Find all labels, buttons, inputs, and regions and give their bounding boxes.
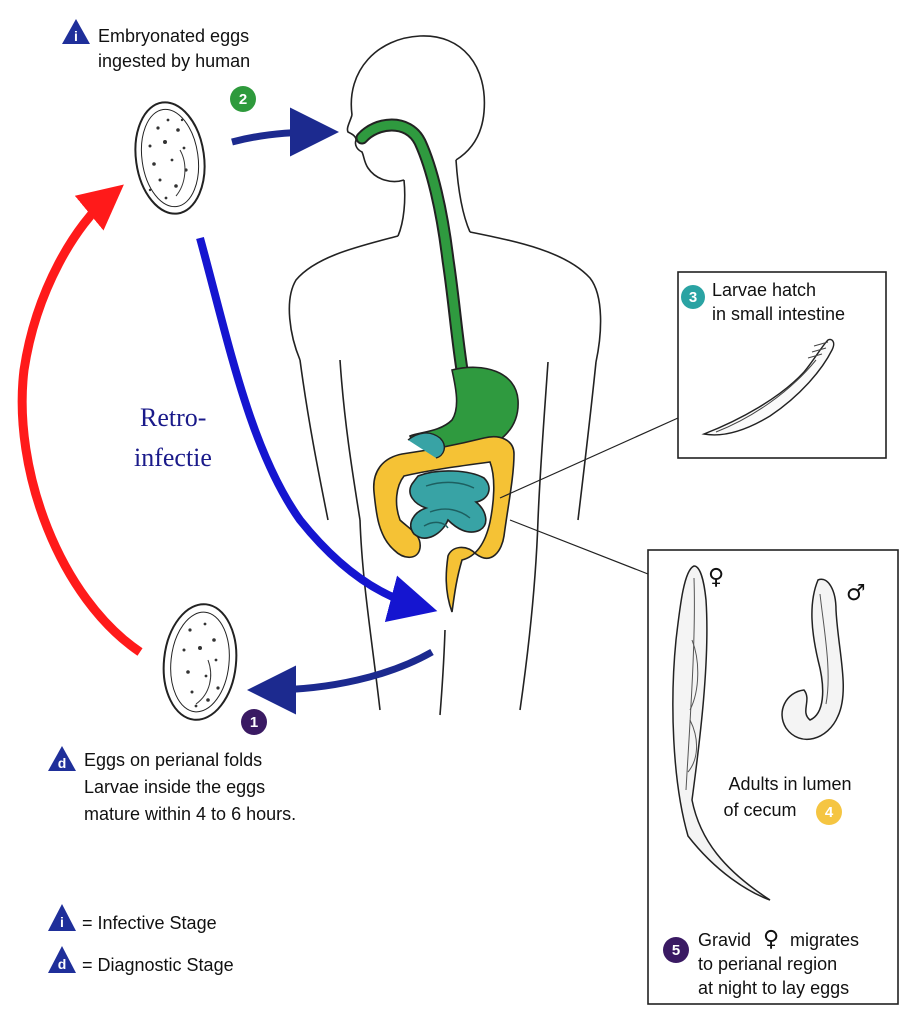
badge-3-number: 3 (689, 289, 697, 306)
male-symbol: ♂ (846, 581, 866, 606)
step5-label-line1-end: migrates (790, 930, 859, 950)
badge-4 (816, 799, 842, 825)
legend-diagnostic-letter: d (58, 956, 67, 972)
step2-label-line2: ingested by human (98, 51, 250, 71)
legend-diagnostic-label: = Diagnostic Stage (82, 955, 234, 975)
female-worm-drawing (672, 565, 771, 901)
step4-label-line1: Adults in lumen (728, 774, 851, 794)
callout-line-adults (509, 519, 649, 575)
autoinfection-arrow (17, 184, 143, 656)
digestive-tract (355, 118, 519, 613)
egg-laying-arrow (247, 648, 434, 715)
step4-label-line2: of cecum (723, 800, 796, 820)
infective-stage-triangle-top (62, 19, 90, 44)
female-symbol: ♀ (708, 565, 724, 590)
male-worm-drawing (781, 578, 844, 740)
egg-ingested-drawing (134, 101, 206, 215)
legend-infective-label: = Infective Stage (82, 913, 217, 933)
larva-drawing (701, 338, 835, 436)
retroinfection-arrow (196, 236, 438, 623)
step3-label-line1: Larvae hatch (712, 280, 816, 300)
step1-label-line3: mature within 4 to 6 hours. (84, 804, 296, 824)
badge-2-number: 2 (239, 91, 247, 108)
larvae-hatch-box (677, 271, 887, 459)
step1-label-line2: Larvae inside the eggs (84, 777, 265, 797)
small-intestine (409, 470, 490, 539)
badge-4-number: 4 (825, 804, 834, 821)
legend-diagnostic-triangle (48, 946, 76, 973)
retro-label-line1: Retro- (140, 403, 206, 432)
badge-1 (241, 709, 267, 735)
step5-label-line3: at night to lay eggs (698, 978, 849, 998)
badge-5 (663, 937, 689, 963)
human-body-outline (288, 35, 602, 716)
step2-label-line1: Embryonated eggs (98, 26, 249, 46)
step1-label-line1: Eggs on perianal folds (84, 750, 262, 770)
legend-infective-letter: i (60, 914, 64, 930)
legend-infective-triangle (48, 904, 76, 931)
step5-label-line2: to perianal region (698, 954, 837, 974)
large-intestine (373, 436, 515, 613)
badge-2 (230, 86, 256, 112)
badge-5-number: 5 (672, 942, 680, 959)
step5-female-symbol: ♀ (763, 927, 779, 952)
legend: i = Infective Stage d = Diagnostic Stage (48, 904, 234, 975)
ingestion-arrow (231, 107, 339, 157)
egg-perianal-drawing (162, 603, 238, 721)
diagnostic-stage-triangle-step1 (48, 746, 76, 771)
step3-label-line2: in small intestine (712, 304, 845, 324)
infective-letter-top: i (74, 28, 78, 44)
badge-3 (681, 285, 705, 309)
badge-1-number: 1 (250, 714, 258, 731)
step5-label-line1-start: Gravid (698, 930, 751, 950)
retro-label-line2: infectie (134, 443, 212, 472)
callout-line-larvae (499, 417, 679, 499)
diagnostic-letter-step1: d (58, 755, 67, 771)
